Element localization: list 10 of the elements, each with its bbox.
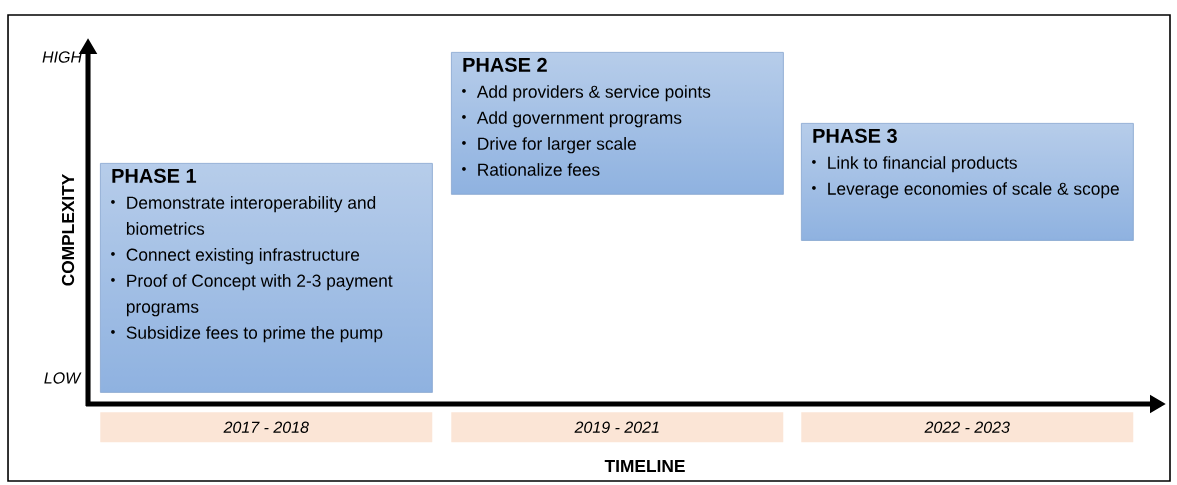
axis-title: TIMELINE [604, 460, 685, 472]
axis-end-label: HIGH [42, 51, 83, 63]
axis-end-label: LOW [44, 372, 82, 384]
phase-box: PHASE 2 Add providers & service points Add government programs Drive for larger scale Rationalize fees [451, 52, 784, 195]
phase-box: PHASE 1 Demonstrate interoperability and biometrics Connect existing infrastructure Proof of Concept with 2-3 payment programs Subsidize fees to prime the pump [100, 163, 433, 393]
phase-box: PHASE 3 Link to financial products Leverage economies of scale & scope [801, 123, 1134, 241]
year-band: 2022 - 2023 [801, 412, 1134, 443]
axis-title: COMPLEXITY [61, 173, 75, 286]
year-band: 2017 - 2018 [100, 412, 433, 443]
year-band: 2019 - 2021 [451, 412, 784, 443]
